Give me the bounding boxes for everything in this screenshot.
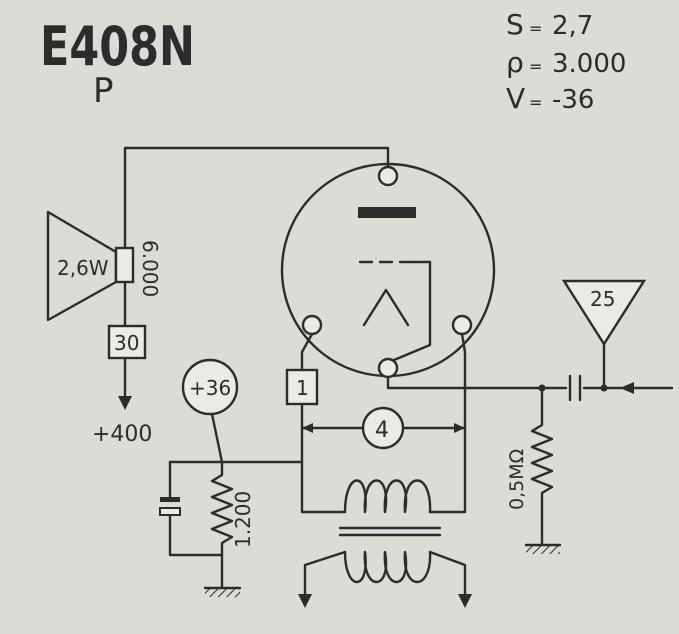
tube — [280, 162, 496, 379]
grid-ground-hatch — [526, 545, 560, 554]
dim-arrow-right — [454, 423, 465, 433]
bias-cap-left-wire — [168, 460, 224, 557]
transformer-primary-coil — [343, 479, 432, 514]
mains-arrow-right — [458, 594, 472, 608]
bias-capacitor-plate-top — [160, 497, 180, 502]
input-triangle — [561, 279, 647, 347]
choke-value: 30 — [114, 331, 139, 355]
tube-pin-left — [301, 314, 323, 336]
param-eq-s: = — [529, 19, 542, 38]
filament-voltage-label: 4 — [375, 418, 389, 443]
dim-arrow-left — [302, 423, 313, 433]
tube-pin-right — [451, 314, 473, 336]
filament-right-wire — [428, 332, 467, 514]
bias-resistor-label: 1.200 — [231, 491, 255, 548]
speaker: 2,6W 6.000 — [46, 210, 162, 322]
transformer-secondary-coil — [343, 550, 432, 583]
bias-voltage-circle — [181, 358, 239, 416]
choke-box — [107, 324, 147, 360]
transformer-core — [338, 526, 442, 537]
speaker-transformer — [114, 246, 135, 284]
tube-grid-lead — [392, 260, 432, 362]
speaker-impedance-label: 6.000 — [138, 240, 162, 297]
input-arrow — [620, 382, 634, 394]
filament-voltage-circle — [361, 406, 405, 450]
param-eq-rho: = — [529, 57, 542, 76]
tube-type-title: E408N — [40, 15, 195, 78]
bias-network: +36 1.200 — [159, 358, 304, 597]
mains-arrow-left — [298, 594, 312, 608]
grid-resistor — [530, 386, 554, 547]
params-block: S = 2,7 ρ = 3.000 V = -36 — [506, 8, 626, 115]
supply-voltage-label: +400 — [92, 422, 152, 447]
param-value-s: 2,7 — [552, 11, 593, 41]
transformer-secondary-right — [428, 550, 467, 602]
tube-cathode — [362, 288, 410, 327]
param-symbol-s: S — [506, 8, 524, 41]
filament-transformer — [298, 479, 472, 608]
filament-box-label: 1 — [296, 376, 309, 400]
transformer-secondary-left — [303, 550, 347, 602]
param-value-rho: 3.000 — [552, 49, 626, 79]
grid-wire — [386, 375, 568, 390]
param-symbol-v: V — [506, 82, 525, 115]
supply-arrow — [118, 396, 132, 410]
tube-pin-grid — [377, 357, 399, 379]
filament-box — [285, 368, 319, 406]
coupling-capacitor — [568, 374, 582, 402]
bias-tap-wire — [210, 412, 224, 464]
input-circuit: 0,5MΩ 25 — [386, 279, 674, 554]
bias-voltage-label: +36 — [189, 376, 231, 400]
plate-wire — [123, 146, 390, 250]
choke: 30 — [107, 324, 147, 360]
tube-pin-plate — [377, 165, 399, 187]
bias-ground-hatch — [205, 588, 240, 597]
param-eq-v: = — [529, 93, 542, 112]
bias-resistor — [210, 460, 234, 590]
grid-resistor-label: 0,5MΩ — [506, 449, 528, 510]
tube-anode — [358, 207, 416, 218]
filament-left-wire — [300, 332, 347, 514]
tube-envelope — [280, 162, 496, 378]
speaker-power-label: 2,6W — [57, 256, 109, 280]
tube-class-label: P — [93, 71, 114, 111]
input-amplitude-label: 25 — [590, 287, 615, 311]
param-symbol-rho: ρ — [506, 46, 524, 79]
param-value-v: -36 — [552, 85, 594, 115]
bias-capacitor-plate-bottom — [159, 507, 181, 516]
